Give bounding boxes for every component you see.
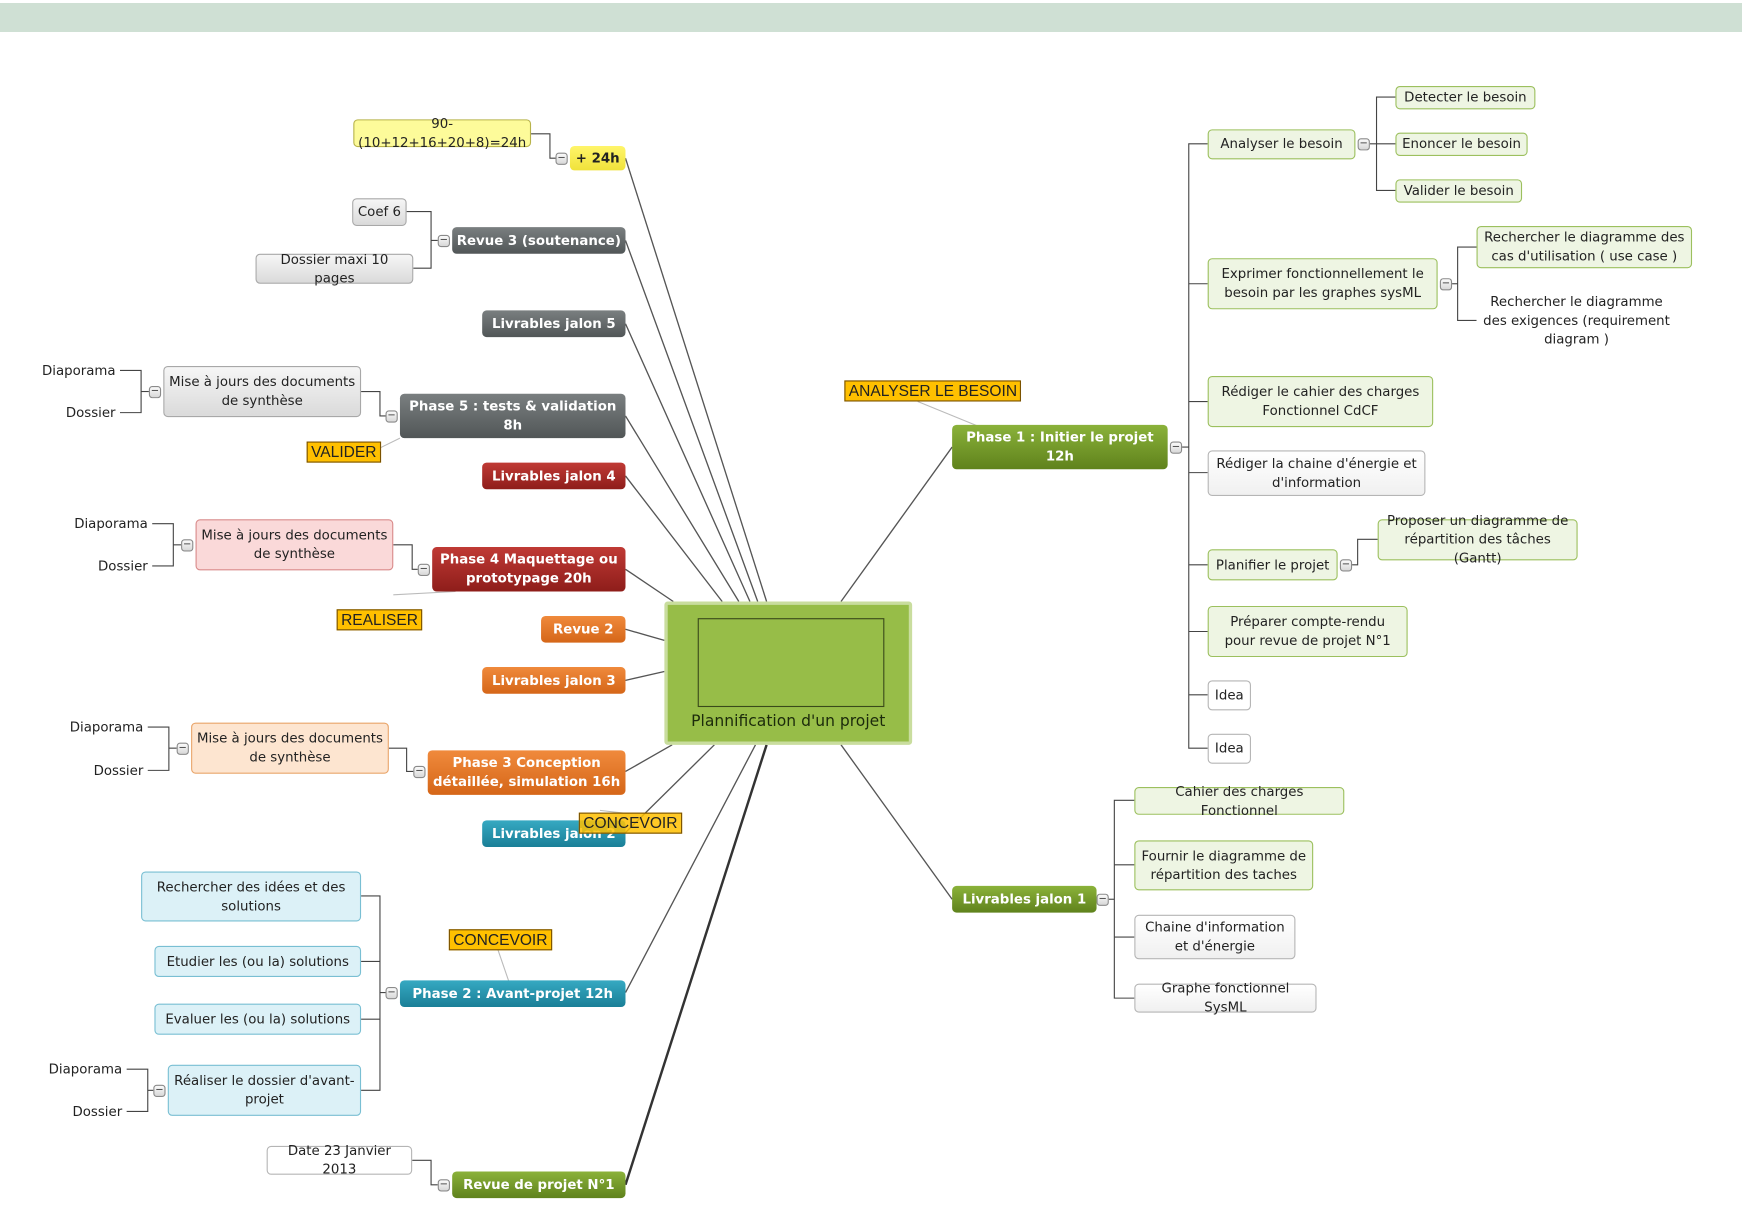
revue3-coef[interactable]: Coef 6 xyxy=(352,198,407,226)
phase2-dossier[interactable]: Dossier xyxy=(72,1103,123,1119)
phase3-diaporama[interactable]: Diaporama xyxy=(69,718,144,735)
phase3-child[interactable]: Mise à jours des documents de synthèse xyxy=(191,722,389,774)
phase1-tag[interactable]: ANALYSER LE BESOIN xyxy=(844,380,1022,402)
collapse-phase5-child[interactable]: − xyxy=(148,385,162,399)
central-image-placeholder xyxy=(697,618,885,708)
mindmap-stage: Plannification d'un projet 90-(10+12+16+… xyxy=(0,36,1742,1225)
collapse-revue3[interactable]: − xyxy=(437,234,450,248)
phase5-dossier[interactable]: Dossier xyxy=(65,404,116,420)
phase4-child[interactable]: Mise à jours des documents de synthèse xyxy=(195,519,394,571)
preparer-compte-rendu[interactable]: Préparer compte-rendu pour revue de proj… xyxy=(1207,605,1408,658)
revue3-branch[interactable]: Revue 3 (soutenance) xyxy=(452,227,626,254)
phase2-child-2[interactable]: Etudier les (ou la) solutions xyxy=(154,945,362,978)
phase3-branch[interactable]: Phase 3 Conception détaillée, simulation… xyxy=(427,750,626,795)
exprimer-besoin[interactable]: Exprimer fonctionnellement le besoin par… xyxy=(1207,258,1438,310)
jalon1-branch[interactable]: Livrables jalon 1 xyxy=(952,885,1097,913)
phase4-branch[interactable]: Phase 4 Maquettage ou prototypage 20h xyxy=(432,547,626,592)
jalon3-branch[interactable]: Livrables jalon 3 xyxy=(482,667,626,694)
phase2-child-1[interactable]: Rechercher des idées et des solutions xyxy=(141,871,362,922)
analyser-besoin[interactable]: Analyser le besoin xyxy=(1207,129,1356,160)
phase2-branch[interactable]: Phase 2 : Avant-projet 12h xyxy=(399,980,626,1008)
collapse-phase4[interactable]: − xyxy=(417,563,430,576)
revue1-date[interactable]: Date 23 Janvier 2013 xyxy=(266,1143,413,1177)
requirement-diagram[interactable]: Rechercher le diagramme des exigences (r… xyxy=(1483,293,1670,347)
phase2-child-3[interactable]: Evaluer les (ou la) solutions xyxy=(154,1003,362,1035)
connector-lines xyxy=(119,96,1477,1186)
plus24-branch[interactable]: + 24h xyxy=(569,145,626,171)
collapse-revue1[interactable]: − xyxy=(437,1179,450,1192)
collapse-phase1[interactable]: − xyxy=(1169,441,1183,454)
collapse-phase3-child[interactable]: − xyxy=(176,742,189,755)
phase4-tag[interactable]: REALISER xyxy=(336,609,423,631)
gantt-diagram[interactable]: Proposer un diagramme de répartition des… xyxy=(1377,513,1578,566)
revue2-branch[interactable]: Revue 2 xyxy=(541,615,626,643)
use-case-diagram[interactable]: Rechercher le diagramme des cas d'utilis… xyxy=(1476,225,1693,269)
phase3-tag[interactable]: CONCEVOIR xyxy=(578,812,682,834)
collapse-phase4-child[interactable]: − xyxy=(181,539,194,552)
phase4-diaporama[interactable]: Diaporama xyxy=(74,515,148,531)
collapse-phase2-child[interactable]: − xyxy=(153,1084,166,1098)
valider-besoin[interactable]: Valider le besoin xyxy=(1395,179,1523,203)
phase5-tag[interactable]: VALIDER xyxy=(306,441,381,463)
enoncer-besoin[interactable]: Enoncer le besoin xyxy=(1395,132,1528,156)
collapse-phase2[interactable]: − xyxy=(385,987,398,1000)
collapse-planifier[interactable]: − xyxy=(1339,559,1353,572)
collapse-analyser[interactable]: − xyxy=(1357,138,1370,151)
collapse-phase3[interactable]: − xyxy=(413,765,426,779)
collapse-jalon1[interactable]: − xyxy=(1096,893,1109,906)
rediger-cdcf[interactable]: Rédiger le cahier des charges Fonctionne… xyxy=(1207,375,1434,428)
phase5-branch[interactable]: Phase 5 : tests & validation 8h xyxy=(399,393,626,439)
jalon1-cdcf[interactable]: Cahier des charges Fonctionnel xyxy=(1134,783,1345,818)
phase2-tag[interactable]: CONCEVOIR xyxy=(448,929,552,951)
phase2-child-4[interactable]: Réaliser le dossier d'avant-projet xyxy=(167,1064,362,1116)
phase5-child[interactable]: Mise à jours des documents de synthèse xyxy=(163,365,362,418)
jalon4-branch[interactable]: Livrables jalon 4 xyxy=(482,462,626,490)
collapse-exprimer[interactable]: − xyxy=(1439,278,1453,291)
top-bar xyxy=(0,3,1742,32)
phase5-diaporama[interactable]: Diaporama xyxy=(41,362,116,378)
revue3-dossier[interactable]: Dossier maxi 10 pages xyxy=(255,251,414,285)
idea-1[interactable]: Idea xyxy=(1207,680,1251,711)
rediger-chaine[interactable]: Rédiger la chaine d'énergie et d'informa… xyxy=(1207,450,1426,496)
collapse-plus24[interactable]: − xyxy=(555,152,568,165)
planifier-projet[interactable]: Planifier le projet xyxy=(1207,549,1338,581)
idea-2[interactable]: Idea xyxy=(1207,733,1251,764)
detecter-besoin[interactable]: Detecter le besoin xyxy=(1395,85,1536,110)
jalon1-chaine[interactable]: Chaine d'information et d'énergie xyxy=(1134,914,1296,960)
central-topic[interactable]: Plannification d'un projet xyxy=(664,601,913,745)
phase4-dossier[interactable]: Dossier xyxy=(98,557,148,574)
mindmap-canvas[interactable]: Plannification d'un projet 90-(10+12+16+… xyxy=(0,36,1742,1212)
revue1-branch[interactable]: Revue de projet N°1 xyxy=(452,1171,626,1199)
jalon1-repartition[interactable]: Fournir le diagramme de répartition des … xyxy=(1134,840,1314,891)
phase2-diaporama[interactable]: Diaporama xyxy=(48,1060,123,1077)
phase1-branch[interactable]: Phase 1 : Initier le projet 12h xyxy=(952,424,1168,470)
jalon5-branch[interactable]: Livrables jalon 5 xyxy=(482,310,626,338)
collapse-phase5[interactable]: − xyxy=(385,410,398,423)
central-topic-title: Plannification d'un projet xyxy=(691,712,886,731)
plus24-note[interactable]: 90-(10+12+16+20+8)=24h xyxy=(353,115,532,150)
jalon1-graphe[interactable]: Graphe fonctionnel SysML xyxy=(1134,980,1317,1015)
phase3-dossier[interactable]: Dossier xyxy=(93,762,144,778)
